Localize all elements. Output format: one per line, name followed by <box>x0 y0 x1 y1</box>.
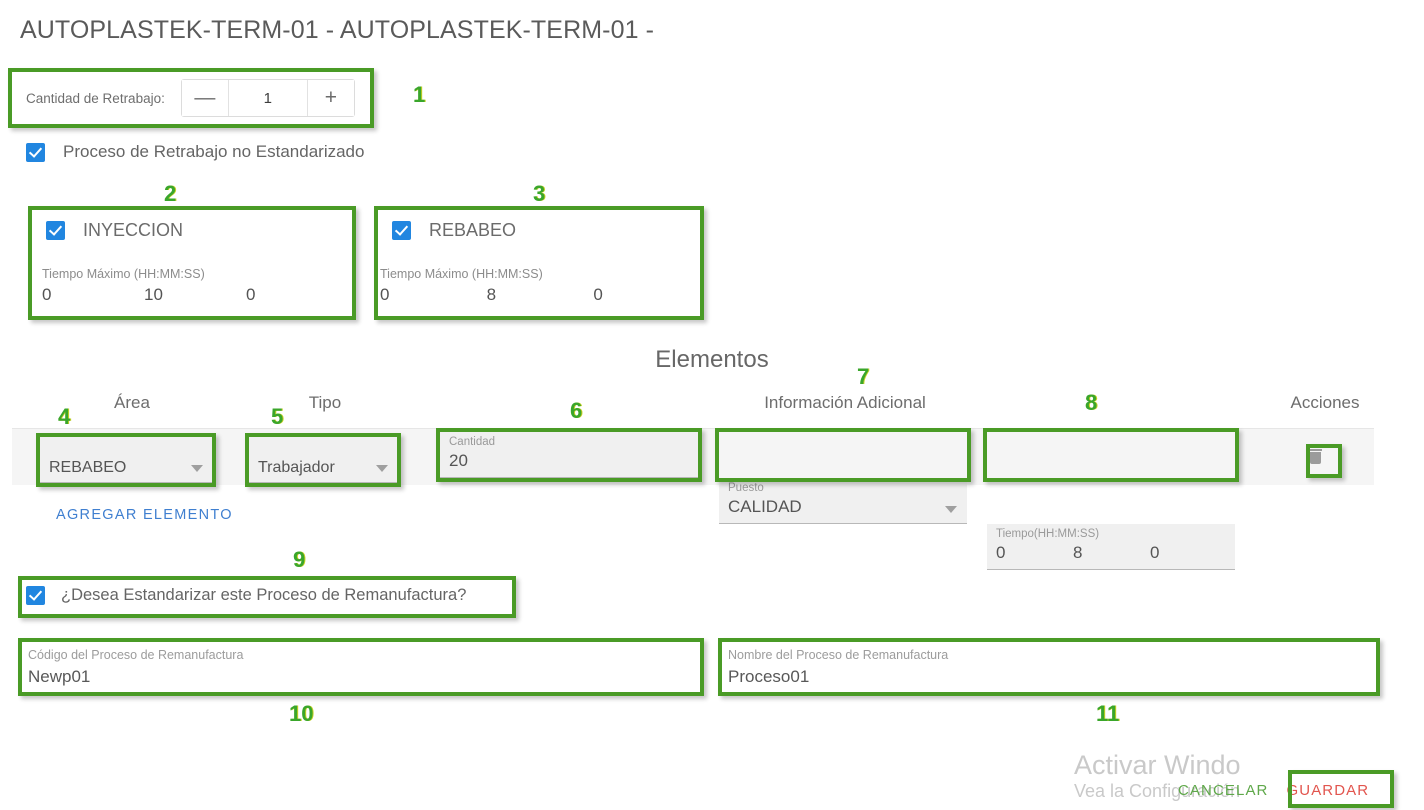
remanufacture-code-value: Newp01 <box>28 667 91 686</box>
chevron-down-icon <box>191 465 203 472</box>
element-tiempo-label: Tiempo(HH:MM:SS) <box>996 528 1100 540</box>
column-header-area: Área <box>114 393 150 412</box>
process-rebabeo-header[interactable]: REBABEO <box>378 210 700 241</box>
annotation-number-3: 3 <box>533 181 546 206</box>
process-inyeccion-name: INYECCION <box>83 220 184 240</box>
remanufacture-code-field[interactable]: Código del Proceso de Remanufactura Newp… <box>22 642 700 692</box>
element-cantidad-label: Cantidad <box>449 436 496 448</box>
rework-quantity-card: Cantidad de Retrabajo: — 1 + <box>12 72 370 124</box>
annotation-number-2: 2 <box>164 181 177 206</box>
trash-icon <box>1308 448 1322 464</box>
standardize-label: ¿Desea Estandarizar este Proceso de Rema… <box>61 586 467 604</box>
process-inyeccion-seconds[interactable]: 0 <box>246 285 256 304</box>
standardize-checkbox-card <box>20 578 514 616</box>
footer-actions: CANCELAR GUARDAR <box>1178 782 1369 799</box>
column-header-tipo: Tipo <box>308 393 342 412</box>
element-cantidad-value: 20 <box>449 451 468 470</box>
watermark-line-1: Activar Windo <box>1074 750 1241 780</box>
process-inyeccion-minutes[interactable]: 10 <box>144 285 163 304</box>
quantity-decrement-button[interactable]: — <box>181 80 229 116</box>
process-inyeccion-header[interactable]: INYECCION <box>32 210 348 241</box>
process-rebabeo-time-group: Tiempo Máximo (HH:MM:SS) 0 8 0 <box>378 265 700 305</box>
standardize-checkbox[interactable] <box>26 586 45 605</box>
annotation-number-10: 10 <box>289 701 314 726</box>
elements-section-title: Elementos <box>655 346 769 373</box>
delete-element-button[interactable] <box>1296 438 1334 474</box>
process-inyeccion-checkbox[interactable] <box>46 221 65 240</box>
rework-quantity-label: Cantidad de Retrabajo: <box>26 90 165 106</box>
annotation-number-9: 9 <box>293 547 306 572</box>
process-inyeccion-time-group: Tiempo Máximo (HH:MM:SS) 0 10 0 <box>32 265 348 305</box>
process-rebabeo-time-label: Tiempo Máximo (HH:MM:SS) <box>380 267 543 281</box>
add-element-link[interactable]: AGREGAR ELEMENTO <box>56 507 233 523</box>
element-area-select[interactable]: REBABEO <box>40 437 212 483</box>
annotation-number-1: 1 <box>413 82 426 107</box>
element-cantidad-field[interactable]: Cantidad 20 <box>440 432 698 478</box>
process-rebabeo-name: REBABEO <box>429 220 517 240</box>
process-card-rebabeo: REBABEO Tiempo Máximo (HH:MM:SS) 0 8 0 <box>378 210 700 314</box>
cancel-button[interactable]: CANCELAR <box>1178 782 1269 799</box>
element-puesto-label: Puesto <box>728 482 764 494</box>
column-header-informacion-adicional: Información Adicional <box>764 393 926 412</box>
annotation-number-5: 5 <box>271 404 284 429</box>
element-tiempo-minutes[interactable]: 8 <box>1073 543 1083 562</box>
quantity-stepper[interactable]: — 1 + <box>180 79 355 117</box>
page-title: AUTOPLASTEK-TERM-01 - AUTOPLASTEK-TERM-0… <box>20 16 655 44</box>
standardize-checkbox-row[interactable]: ¿Desea Estandarizar este Proceso de Rema… <box>26 586 466 605</box>
element-tipo-select[interactable]: Trabajador <box>249 437 397 483</box>
annotation-number-7: 7 <box>857 364 870 389</box>
chevron-down-icon <box>945 506 957 513</box>
element-puesto-field[interactable]: Puesto CALIDAD <box>719 478 967 524</box>
non-standard-process-checkbox[interactable] <box>26 142 45 162</box>
process-rebabeo-checkbox[interactable] <box>392 221 411 240</box>
annotation-number-8: 8 <box>1085 390 1098 415</box>
element-area-value: REBABEO <box>49 459 127 476</box>
remanufacture-name-field[interactable]: Nombre del Proceso de Remanufactura Proc… <box>722 642 1376 692</box>
remanufacture-name-value: Proceso01 <box>728 667 810 686</box>
process-inyeccion-time-label: Tiempo Máximo (HH:MM:SS) <box>42 267 205 281</box>
save-button[interactable]: GUARDAR <box>1286 782 1370 799</box>
process-rebabeo-hours[interactable]: 0 <box>380 285 390 304</box>
annotation-number-6: 6 <box>570 398 583 423</box>
element-tiempo-seconds[interactable]: 0 <box>1150 543 1160 562</box>
element-tipo-value: Trabajador <box>258 459 335 476</box>
process-card-inyeccion: INYECCION Tiempo Máximo (HH:MM:SS) 0 10 … <box>32 210 348 314</box>
remanufacture-code-label: Código del Proceso de Remanufactura <box>28 648 244 662</box>
annotation-number-4: 4 <box>58 404 71 429</box>
element-tiempo-field[interactable]: Tiempo(HH:MM:SS) 0 8 0 <box>987 524 1235 570</box>
non-standard-process-checkbox-row[interactable]: Proceso de Retrabajo no Estandarizado <box>26 142 364 162</box>
process-rebabeo-minutes[interactable]: 8 <box>486 285 497 304</box>
element-puesto-value: CALIDAD <box>728 497 802 516</box>
quantity-value[interactable]: 1 <box>228 80 307 116</box>
remanufacture-name-label: Nombre del Proceso de Remanufactura <box>728 648 949 662</box>
column-header-acciones: Acciones <box>1290 393 1360 412</box>
non-standard-process-label: Proceso de Retrabajo no Estandarizado <box>63 142 365 161</box>
process-rebabeo-seconds[interactable]: 0 <box>593 285 603 304</box>
element-tiempo-hours[interactable]: 0 <box>996 543 1006 562</box>
process-inyeccion-hours[interactable]: 0 <box>42 285 52 304</box>
chevron-down-icon <box>376 465 388 472</box>
annotation-number-11: 11 <box>1096 701 1120 726</box>
quantity-increment-button[interactable]: + <box>306 80 354 116</box>
